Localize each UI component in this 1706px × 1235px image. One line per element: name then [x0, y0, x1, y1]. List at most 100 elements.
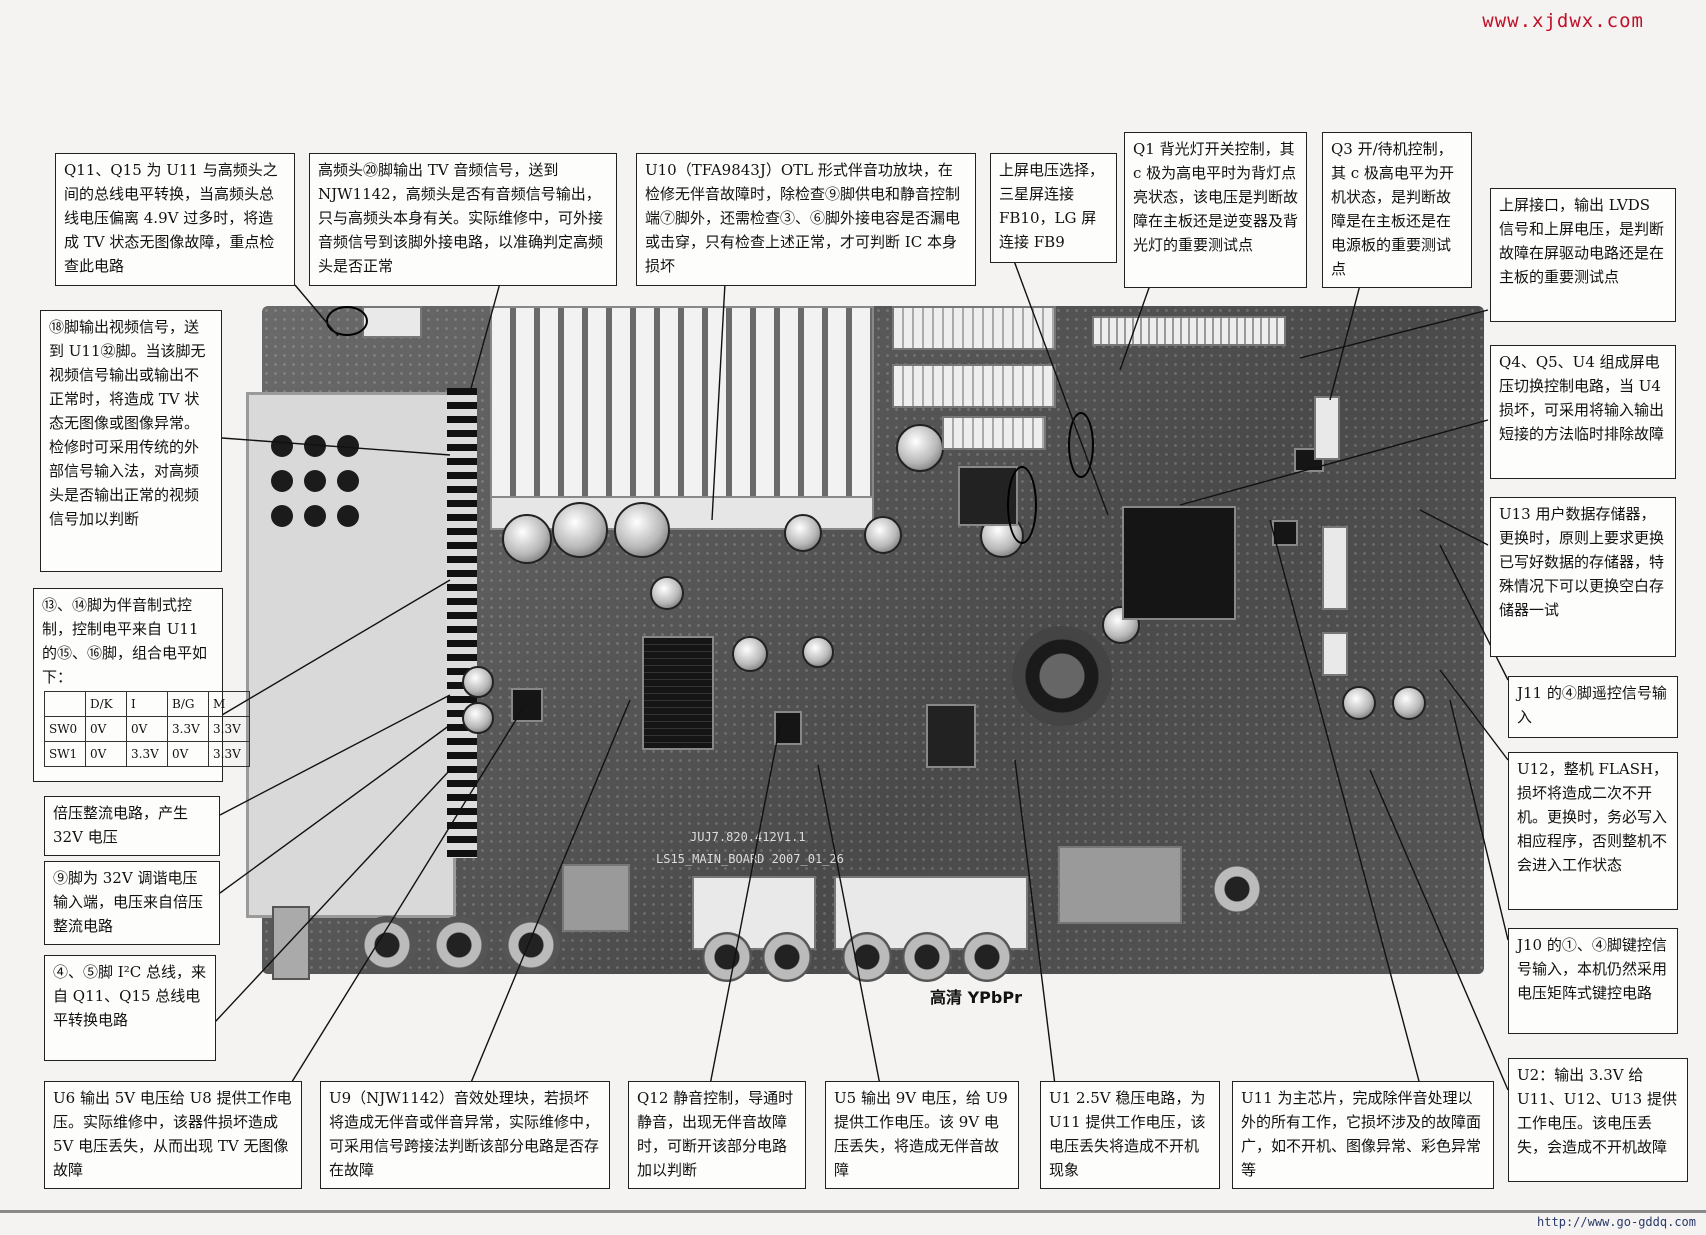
leader-line	[1299, 309, 1489, 359]
callout-u13: U13 用户数据存储器，更换时，原则上要求更换已写好数据的存储器，特殊情况下可以…	[1490, 497, 1676, 657]
highlight-ellipse	[1068, 412, 1094, 478]
leader-line	[219, 694, 451, 816]
callout-j10: J10 的①、④脚键控信号输入，本机仍然采用电压矩阵式键控电路	[1508, 928, 1678, 1034]
lvds-connector	[1092, 316, 1286, 346]
tuner-pin-row	[447, 388, 477, 858]
table-cell: SW0	[44, 716, 86, 742]
callout-tuner-pin20: 高频头⑳脚输出 TV 音频信号，送到 NJW1142，高频头是否有音频信号输出，…	[309, 153, 617, 286]
leader-line	[1439, 669, 1509, 761]
side-connector	[1314, 396, 1340, 460]
table-cell: 3.3V	[167, 716, 209, 742]
callout-q1: Q1 背光灯开关控制，其 c 极为高电平时为背灯点亮状态，该电压是判断故障在主板…	[1124, 132, 1307, 288]
rca-jack	[842, 932, 892, 982]
tuner-hole	[304, 435, 326, 457]
table-cell: I	[126, 691, 168, 717]
leader-line	[219, 724, 451, 894]
leader-line	[1369, 769, 1509, 1091]
table-cell: 3.3V	[208, 741, 250, 767]
capacitor	[462, 666, 494, 698]
rca-jack	[358, 916, 416, 974]
table-cell: M	[208, 691, 250, 717]
table-cell: 0V	[167, 741, 209, 767]
table-row: SW1 0V 3.3V 0V 3.3V	[44, 741, 250, 767]
tuner-hole	[304, 470, 326, 492]
tuner-module	[246, 392, 456, 918]
bottom-border	[0, 1210, 1706, 1213]
table-cell: 0V	[85, 741, 127, 767]
callout-q4-q5-u4: Q4、Q5、U4 组成屏电压切换控制电路，当 U4 损坏，可采用将输入输出短接的…	[1490, 345, 1676, 479]
capacitor	[896, 424, 944, 472]
leader-line	[1014, 759, 1056, 1086]
leader-line	[1119, 284, 1151, 371]
callout-u1: U1 2.5V 稳压电路，为 U11 提供工作电压，该电压丢失将造成不开机现象	[1040, 1081, 1220, 1189]
connector-header	[942, 416, 1046, 450]
toroid-inductor	[1012, 626, 1112, 726]
leader-line	[469, 699, 631, 1086]
table-cell	[44, 691, 86, 717]
callout-u6: U6 输出 5V 电压给 U8 提供工作电压。实际维修中，该器件损坏造成 5V …	[44, 1081, 302, 1189]
u6-regulator	[511, 688, 543, 722]
table-cell: 0V	[85, 716, 127, 742]
tuner-hole	[271, 505, 293, 527]
callout-u11: U11 为主芯片，完成除伴音处理以外的所有工作，它损坏涉及的故障面广，如不开机、…	[1232, 1081, 1494, 1189]
callout-u2: U2：输出 3.3V 给 U11、U12、U13 提供工作电压。该电压丢失，会造…	[1508, 1058, 1688, 1182]
callout-pin9: ⑨脚为 32V 调谐电压输入端，电压来自倍压整流电路	[44, 861, 220, 945]
rca-jack	[430, 916, 488, 974]
sound-standard-table: D/K I B/G M SW0 0V 0V 3.3V 3.3V SW1 0V 3…	[44, 691, 250, 767]
leader-line	[1439, 544, 1509, 681]
callout-i2c: ④、⑤脚 I²C 总线，来自 Q11、Q15 总线电平转换电路	[44, 955, 216, 1061]
u9-chip	[642, 636, 714, 750]
table-cell: 0V	[126, 716, 168, 742]
silkscreen-text: LS15_MAIN_BOARD 2007_01_26	[656, 852, 844, 866]
capacitor	[650, 576, 684, 610]
headphone-jack	[1214, 866, 1260, 912]
q12-transistor	[774, 711, 802, 745]
table-cell: 3.3V	[208, 716, 250, 742]
leader-line	[1329, 284, 1361, 401]
rca-jack	[962, 932, 1012, 982]
j11-connector	[1322, 526, 1348, 610]
ypbpr-label: 高清 YPbPr	[930, 988, 1022, 1007]
callout-pin18: ⑱脚输出视频信号，送到 U11㉜脚。当该脚无视频信号输出或输出不正常时，将造成 …	[40, 310, 222, 572]
svideo-connector	[562, 864, 630, 932]
capacitor	[784, 514, 822, 552]
capacitor	[802, 636, 834, 668]
rca-jack	[762, 932, 812, 982]
callout-u10: U10（TFA9843J）OTL 形式伴音功放块，在检修无伴音故障时，除检查⑨脚…	[636, 153, 976, 286]
highlight-ellipse	[326, 306, 368, 336]
callout-q12: Q12 静音控制，导通时静音，出现无伴音故障时，可断开该部分电路加以判断	[628, 1081, 806, 1189]
table-row: SW0 0V 0V 3.3V 3.3V	[44, 716, 250, 742]
u11-main-chip	[1122, 506, 1236, 620]
tuner-hole	[337, 470, 359, 492]
leader-line	[221, 579, 451, 716]
silkscreen-text: JUJ7.820.412V1.1	[690, 830, 806, 844]
callout-u5: U5 输出 9V 电压，给 U9 提供工作电压。该 9V 电压丢失，将造成无伴音…	[825, 1081, 1019, 1189]
heatsink	[490, 306, 874, 520]
leader-line	[1269, 519, 1421, 1086]
leader-line	[214, 769, 451, 1023]
table-cell: B/G	[167, 691, 209, 717]
callout-q11-q15: Q11、Q15 为 U11 与高频头之间的总线电平转换，当高频头总线电压偏离 4…	[55, 153, 295, 286]
capacitor	[614, 502, 670, 558]
callout-voltage-doubler: 倍压整流电路，产生 32V 电压	[44, 796, 220, 856]
tuner-hole	[271, 470, 293, 492]
callout-u9: U9（NJW1142）音效处理块，若损坏将造成无伴音或伴音异常，实际维修中，可采…	[320, 1081, 610, 1189]
callout-u12: U12，整机 FLASH，损坏将造成二次不开机。更换时，务必写入相应程序，否则整…	[1508, 752, 1678, 910]
connector-header	[892, 306, 1056, 350]
u1-regulator	[926, 704, 976, 768]
leader-line	[289, 709, 523, 1086]
main-board-photo	[246, 306, 1484, 982]
callout-q3: Q3 开/待机控制，其 c 极高电平为开机状态，是判断故障是在主板还是在电源板的…	[1322, 132, 1472, 288]
leader-line	[294, 284, 339, 337]
leader-line	[1009, 249, 1109, 516]
capacitor	[864, 516, 902, 554]
leader-line	[469, 282, 501, 393]
capacitor	[1342, 686, 1376, 720]
connector-header	[892, 364, 1056, 408]
watermark-bottom: http://www.go-gddq.com	[1537, 1215, 1696, 1229]
watermark-top: www.xjdwx.com	[1482, 10, 1644, 32]
capacitor	[502, 514, 552, 564]
small-connector	[362, 306, 422, 338]
leader-line	[709, 724, 781, 1086]
leader-line	[1419, 509, 1489, 546]
